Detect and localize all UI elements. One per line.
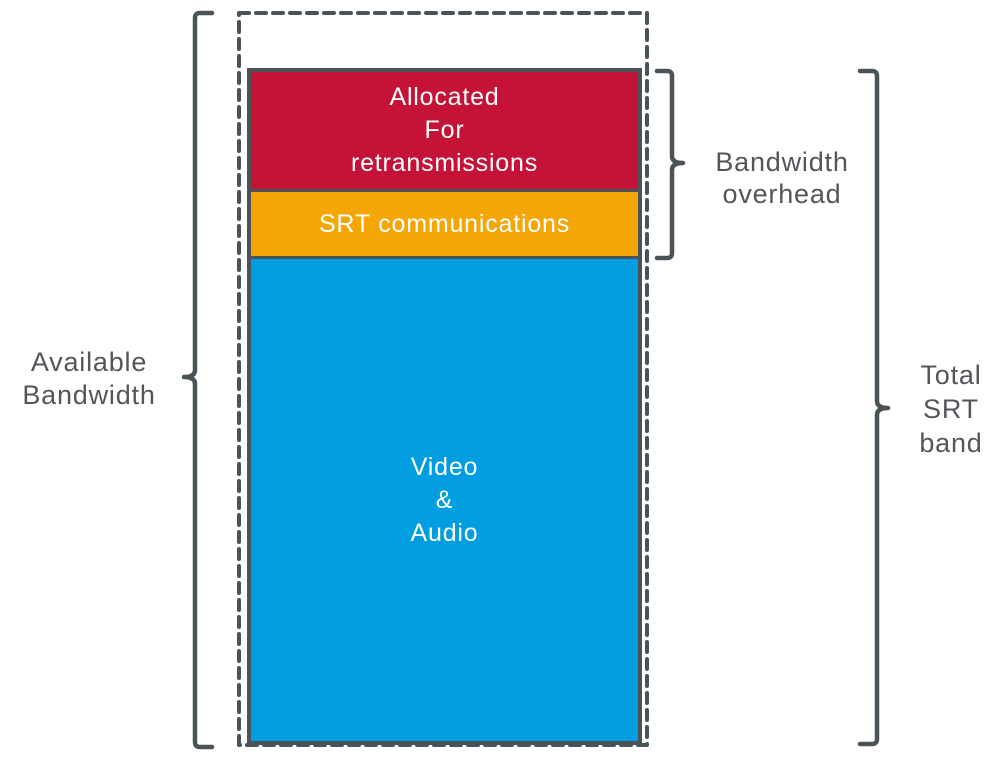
total-srt-band-brace xyxy=(857,68,891,747)
bandwidth-overhead-label: Bandwidth overhead xyxy=(715,147,849,209)
bar-segment-srt-communications: SRT communications xyxy=(251,189,638,256)
available-bandwidth-brace xyxy=(181,10,215,750)
bar-segment-retransmissions-label: Allocated For retransmissions xyxy=(350,83,539,177)
bar-segment-video-audio-label: Video & Audio xyxy=(410,452,479,547)
available-bandwidth-label: Available Bandwidth xyxy=(22,347,156,410)
bar-segment-retransmissions: Allocated For retransmissions xyxy=(251,72,638,189)
bar-segment-video-audio: Video & Audio xyxy=(251,256,638,741)
bar-segment-srt-communications-label: SRT communications xyxy=(318,209,571,238)
available-bandwidth-dashed-region xyxy=(237,11,649,747)
bandwidth-overhead-brace xyxy=(654,68,686,261)
bandwidth-bar: Allocated For retransmissions SRT commun… xyxy=(247,68,642,745)
total-srt-band-label: Total SRT band xyxy=(919,360,983,458)
